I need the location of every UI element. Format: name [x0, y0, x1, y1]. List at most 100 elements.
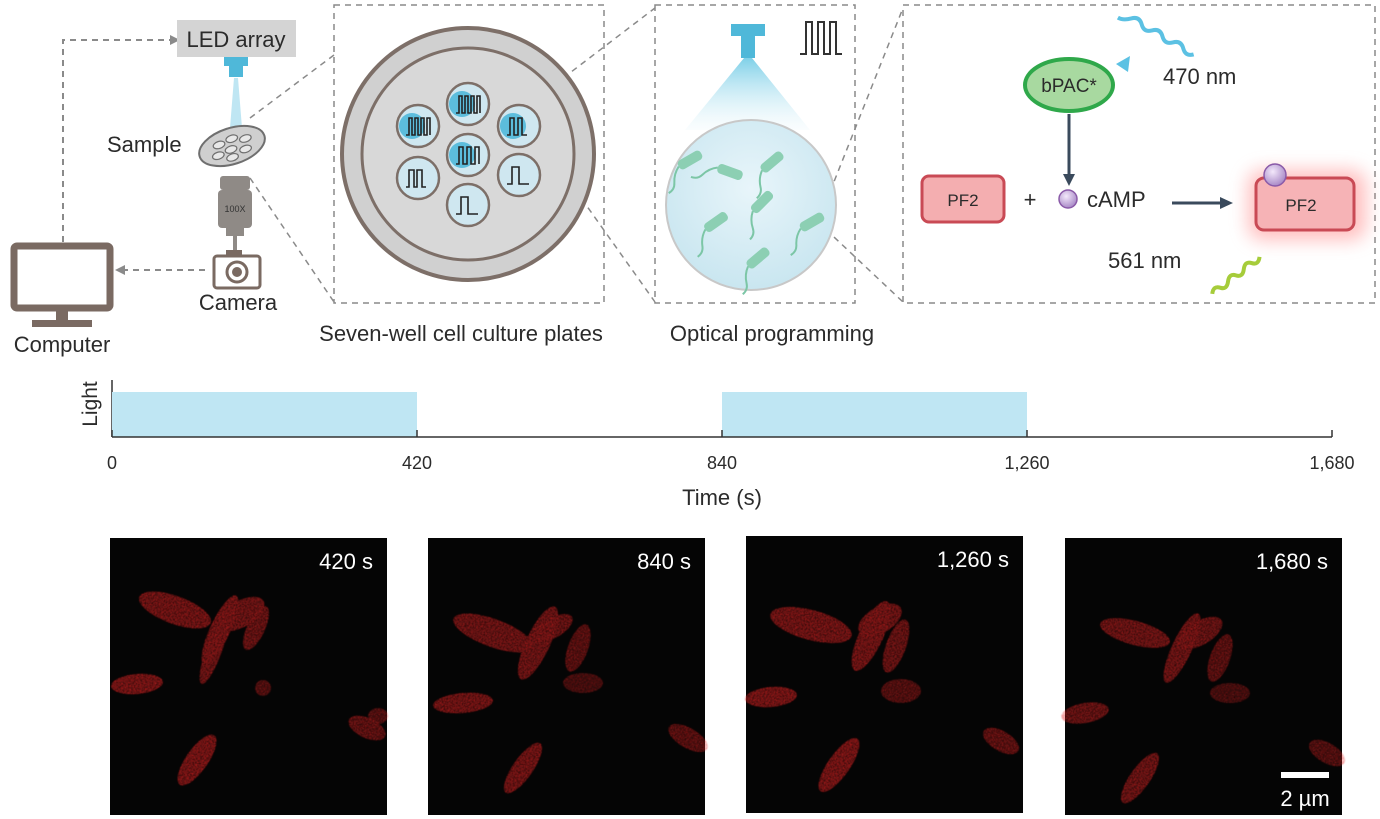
bacterium-icon: [756, 151, 784, 200]
micrograph-time-label: 1,260 s: [937, 547, 1009, 572]
cell: [368, 708, 388, 724]
cell: [565, 624, 591, 672]
blue-light-wave: [1116, 15, 1195, 57]
cell: [770, 606, 852, 644]
bacterium-icon: [697, 212, 728, 258]
pulse-pattern-icon: [507, 166, 529, 185]
micrograph-background: [746, 536, 1023, 813]
micrograph-panel: 840 s: [428, 538, 708, 815]
pf2-label: PF2: [947, 191, 978, 210]
cell: [242, 605, 270, 651]
cell: [1061, 702, 1109, 724]
cell: [1120, 752, 1160, 804]
fluorescent-cells: [745, 601, 1020, 792]
setup-panel: LED array Sample 100X: [10, 20, 296, 357]
cell: [217, 596, 265, 632]
blue-arrowhead-icon: [1116, 56, 1130, 72]
micrograph-panel: 420 s: [110, 538, 388, 815]
mechanism-panel: bPAC* 470 nm PF2 + cAMP PF2 561 nm: [902, 4, 1376, 304]
cell: [199, 616, 229, 684]
optical-panel: Optical programming: [654, 4, 874, 346]
arrowhead-icon: [1220, 197, 1233, 209]
computer-label: Computer: [14, 332, 111, 357]
micrograph-time-label: 420 s: [319, 549, 373, 574]
well-illumination: [500, 113, 526, 139]
led-icon: [224, 57, 248, 77]
arrowhead-icon: [170, 35, 180, 45]
bacterium-icon: [668, 150, 703, 194]
plates-panel: Seven-well cell culture plates: [319, 4, 605, 346]
led-beam: [230, 78, 242, 128]
objective-label: 100X: [224, 204, 245, 214]
camera-icon: [212, 250, 262, 290]
sample-dish-icon: [198, 124, 266, 168]
bacterium-icon: [742, 247, 770, 296]
scale-bar-label: 2 µm: [1280, 786, 1329, 811]
bpac-node: [1023, 57, 1115, 113]
cell: [177, 734, 217, 786]
pf2-bound-box: [1254, 176, 1356, 232]
pulse-pattern-icon: [507, 117, 527, 136]
cell: [1207, 634, 1233, 682]
x-tick-label: 840: [707, 453, 737, 473]
pf2-box: [920, 174, 1006, 224]
x-tick-label: 1,260: [1004, 453, 1049, 473]
pulse-pattern-icon: [406, 117, 431, 136]
micrograph-panel: 1,260 s: [745, 536, 1023, 813]
cell: [138, 591, 212, 629]
camp-molecule: [1058, 189, 1078, 209]
camp-label: cAMP: [1087, 187, 1146, 212]
bpac-label: bPAC*: [1041, 76, 1097, 97]
cell: [255, 680, 271, 696]
cell: [1177, 616, 1223, 650]
led-array-box: [177, 20, 296, 57]
bacterium-icon: [790, 212, 825, 256]
timeline-ylabel: Light: [79, 381, 102, 427]
cell: [668, 724, 708, 752]
bacterium-icon: [690, 163, 743, 181]
light-source-icon: [731, 24, 765, 58]
cell: [433, 692, 493, 714]
wells-group: [395, 81, 542, 228]
micrograph-time-label: 840 s: [637, 549, 691, 574]
light-bars-group: [112, 392, 1027, 437]
fluorescent-cells: [111, 591, 388, 786]
fluorescent-cells: [1061, 613, 1346, 804]
pulse-train-icon: [800, 21, 842, 55]
optical-caption: Optical programming: [670, 321, 874, 346]
cell: [745, 686, 797, 708]
blue-wavelength-label: 470 nm: [1163, 64, 1236, 89]
micrograph-time-label: 1,680 s: [1256, 549, 1328, 574]
camp-bound-molecule: [1263, 163, 1287, 187]
light-cone: [685, 58, 810, 130]
scale-bar: [1281, 772, 1329, 778]
cell: [858, 603, 902, 637]
objective-icon: 100X: [218, 176, 252, 236]
cell: [882, 619, 910, 673]
well-illumination: [449, 142, 475, 168]
light-on-bar-2: [722, 392, 1027, 437]
micrograph-background: [1065, 538, 1342, 815]
pulse-pattern-icon: [456, 146, 480, 165]
arrowhead-icon: [1063, 174, 1075, 186]
well-5: [395, 155, 441, 201]
micrograph-row: 420 s 840 s 1,260 s 1,680 s 2 µm: [110, 536, 1346, 815]
pulse-pattern-icon: [406, 169, 426, 188]
x-tick-label: 0: [107, 453, 117, 473]
fluorescent-cells: [433, 606, 708, 794]
bacteria-group: [668, 150, 825, 296]
sample-label: Sample: [107, 132, 182, 157]
computer-to-led-arrow: [62, 39, 170, 242]
cell: [453, 613, 533, 653]
petri-dish: [665, 119, 837, 291]
cell: [1308, 739, 1346, 767]
cell: [563, 673, 603, 693]
green-wavelength-label: 561 nm: [1108, 248, 1181, 273]
pf2-bound-label: PF2: [1285, 196, 1316, 215]
timeline-xlabel: Time (s): [682, 485, 762, 510]
pulse-pattern-icon: [456, 196, 478, 215]
plus-sign: +: [1024, 187, 1037, 212]
camera-label: Camera: [199, 290, 278, 315]
